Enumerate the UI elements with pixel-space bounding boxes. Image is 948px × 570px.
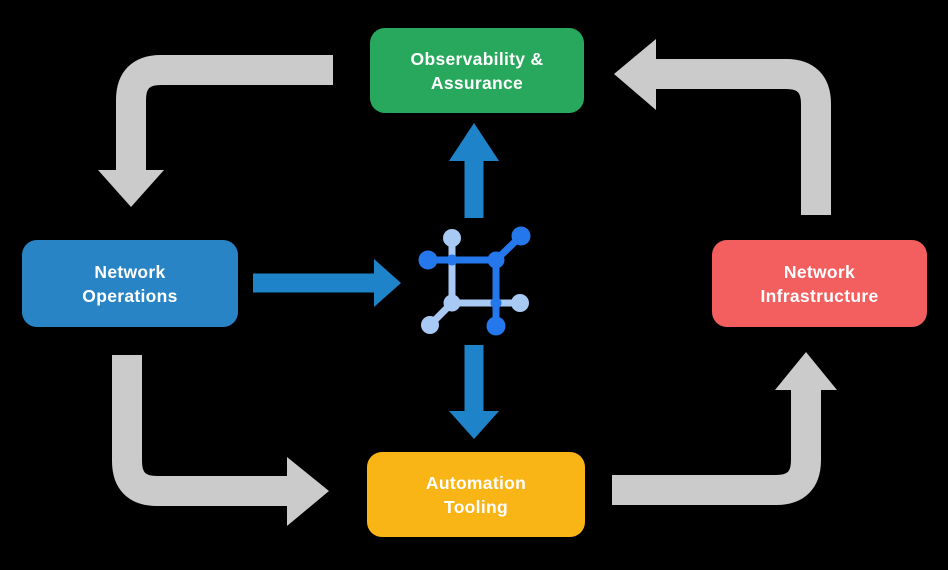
hub-icon-dark-nodes bbox=[418, 226, 531, 336]
arrow-head-right-icon bbox=[287, 457, 329, 526]
hub-arrow-hub-to-automation bbox=[449, 345, 499, 439]
flow-arrow-infrastructure-to-observability bbox=[614, 39, 831, 215]
network-automation-icon bbox=[418, 226, 531, 336]
arrow-head-down-icon bbox=[449, 411, 499, 439]
arrow-head-up-icon bbox=[449, 123, 499, 161]
arrow-head-right-icon bbox=[374, 259, 401, 307]
flow-arrow-observability-to-operations bbox=[98, 55, 333, 207]
node-network-infrastructure: Network Infrastructure bbox=[712, 240, 927, 327]
flow-arrow-automation-to-infrastructure bbox=[612, 352, 837, 505]
arrow-shaft bbox=[116, 55, 333, 172]
arrow-shaft bbox=[612, 389, 821, 505]
flow-arrow-operations-to-automation bbox=[112, 355, 329, 526]
arrow-head-left-icon bbox=[614, 39, 656, 110]
arrow-head-down-icon bbox=[98, 170, 164, 207]
node-observability-assurance: Observability & Assurance bbox=[370, 28, 584, 113]
hub-arrow-hub-to-observability bbox=[449, 123, 499, 218]
node-automation-tooling: Automation Tooling bbox=[367, 452, 585, 537]
arrow-shaft bbox=[656, 59, 831, 215]
node-network-operations: Network Operations bbox=[22, 240, 238, 327]
arrow-shaft bbox=[112, 355, 287, 506]
arrow-head-up-icon bbox=[775, 352, 837, 390]
hub-icon-light-nodes bbox=[421, 229, 529, 334]
hub-arrow-operations-to-hub bbox=[253, 259, 401, 307]
